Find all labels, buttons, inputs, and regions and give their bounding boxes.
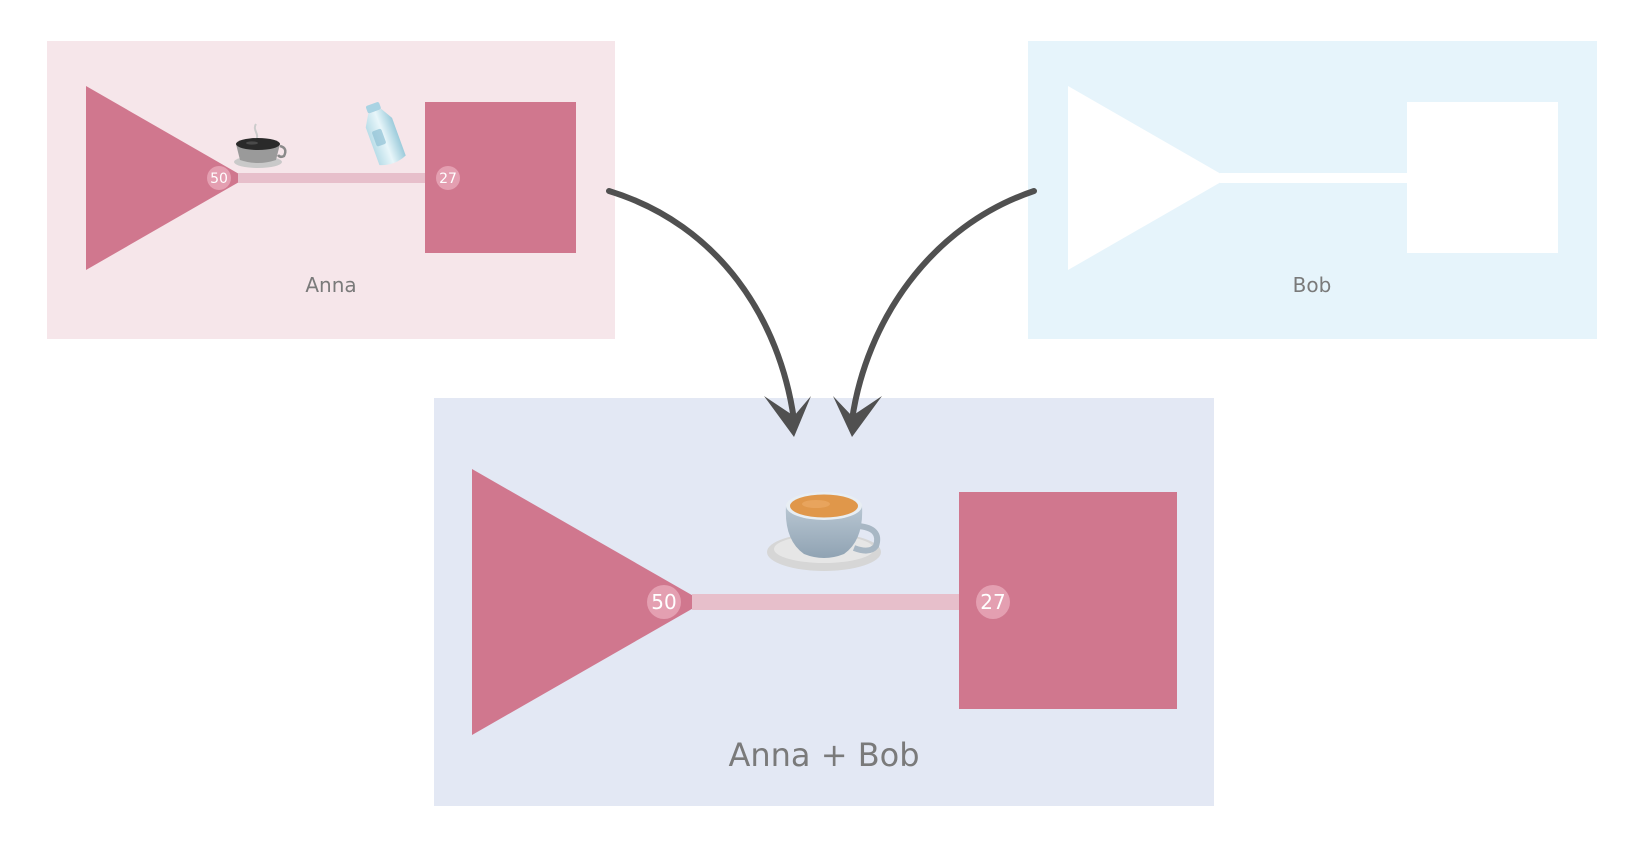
anna-target-badge: 27 — [436, 166, 460, 190]
combined-source-badge: 50 — [647, 585, 681, 619]
anna-label: Anna — [305, 273, 356, 297]
combined-edge — [692, 594, 962, 610]
bob-source-triangle — [1068, 86, 1228, 270]
combined-target-badge: 27 — [976, 585, 1010, 619]
combined-label: Anna + Bob — [728, 736, 919, 774]
anna-panel: 50 27 Anna — [47, 41, 615, 339]
coffee-cup-icon — [234, 123, 287, 168]
anna-source-value: 50 — [210, 171, 228, 187]
combined-panel: 50 27 Anna + Bob — [434, 398, 1214, 806]
combined-target-value: 27 — [980, 590, 1005, 614]
bob-label: Bob — [1293, 273, 1332, 297]
anna-target-value: 27 — [439, 171, 457, 187]
latte-cup-icon — [767, 492, 881, 571]
bob-panel: Bob — [1028, 41, 1597, 339]
anna-merge-arrow — [606, 188, 811, 437]
combined-source-value: 50 — [651, 590, 676, 614]
bob-edge — [1220, 173, 1410, 183]
anna-edge — [238, 173, 428, 183]
combined-source-triangle — [472, 469, 704, 735]
anna-source-badge: 50 — [207, 166, 231, 190]
bob-target-square — [1407, 102, 1558, 253]
bob-merge-arrow — [833, 188, 1037, 437]
milk-bottle-icon — [365, 102, 406, 166]
anna-source-triangle — [86, 86, 246, 270]
